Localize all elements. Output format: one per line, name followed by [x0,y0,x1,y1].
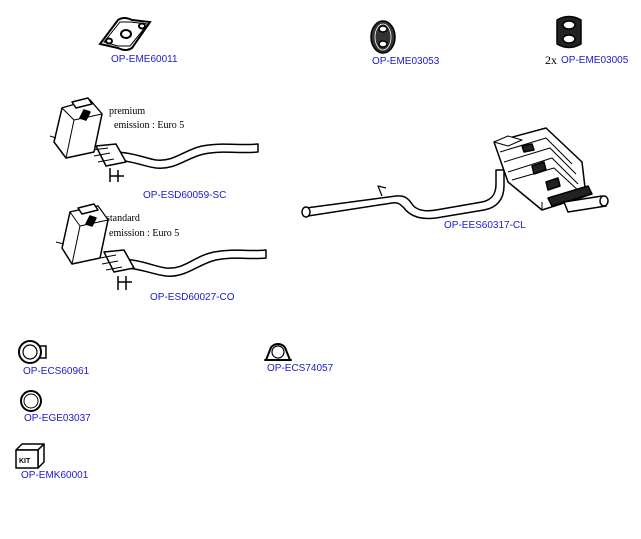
gasket-ring-image[interactable] [18,388,44,414]
quantity-label: 2x [545,53,557,67]
gasket-flange-image[interactable] [96,14,154,52]
catalytic-converter-premium-image[interactable] [44,96,264,188]
part-code-esd60059[interactable]: OP-ESD60059-SC [143,190,227,201]
part-code-eme03005[interactable]: OP-EME03005 [561,55,629,66]
rubber-hanger-image[interactable] [554,14,584,50]
standard-label: standard [106,213,140,224]
mounting-kit-box-image[interactable]: KIT [14,442,46,470]
part-code-ege03037[interactable]: OP-EGE03037 [24,413,91,424]
clamp-image[interactable] [16,338,48,366]
catalytic-converter-standard-image[interactable] [48,200,270,294]
part-code-ees60317[interactable]: OP-EES60317-CL [444,220,526,231]
kit-box-text: KIT [19,458,31,465]
part-code-ecs60961[interactable]: OP-ECS60961 [23,366,90,377]
part-code-eme03053[interactable]: OP-EME03053 [372,56,440,67]
premium-label: premium [109,106,146,117]
rear-silencer-image[interactable] [296,122,612,222]
standard-emission-label: emission : Euro 5 [109,228,180,239]
part-code-ecs74057[interactable]: OP-ECS74057 [267,363,334,374]
part-code-eme60011[interactable]: OP-EME60011 [111,54,178,65]
premium-emission-label: emission : Euro 5 [114,120,185,131]
rubber-mount-image[interactable] [368,18,398,56]
part-code-emk60001[interactable]: OP-EMK60001 [21,470,89,481]
part-code-esd60027[interactable]: OP-ESD60027-CO [150,292,235,303]
u-clamp-image[interactable] [262,336,294,364]
